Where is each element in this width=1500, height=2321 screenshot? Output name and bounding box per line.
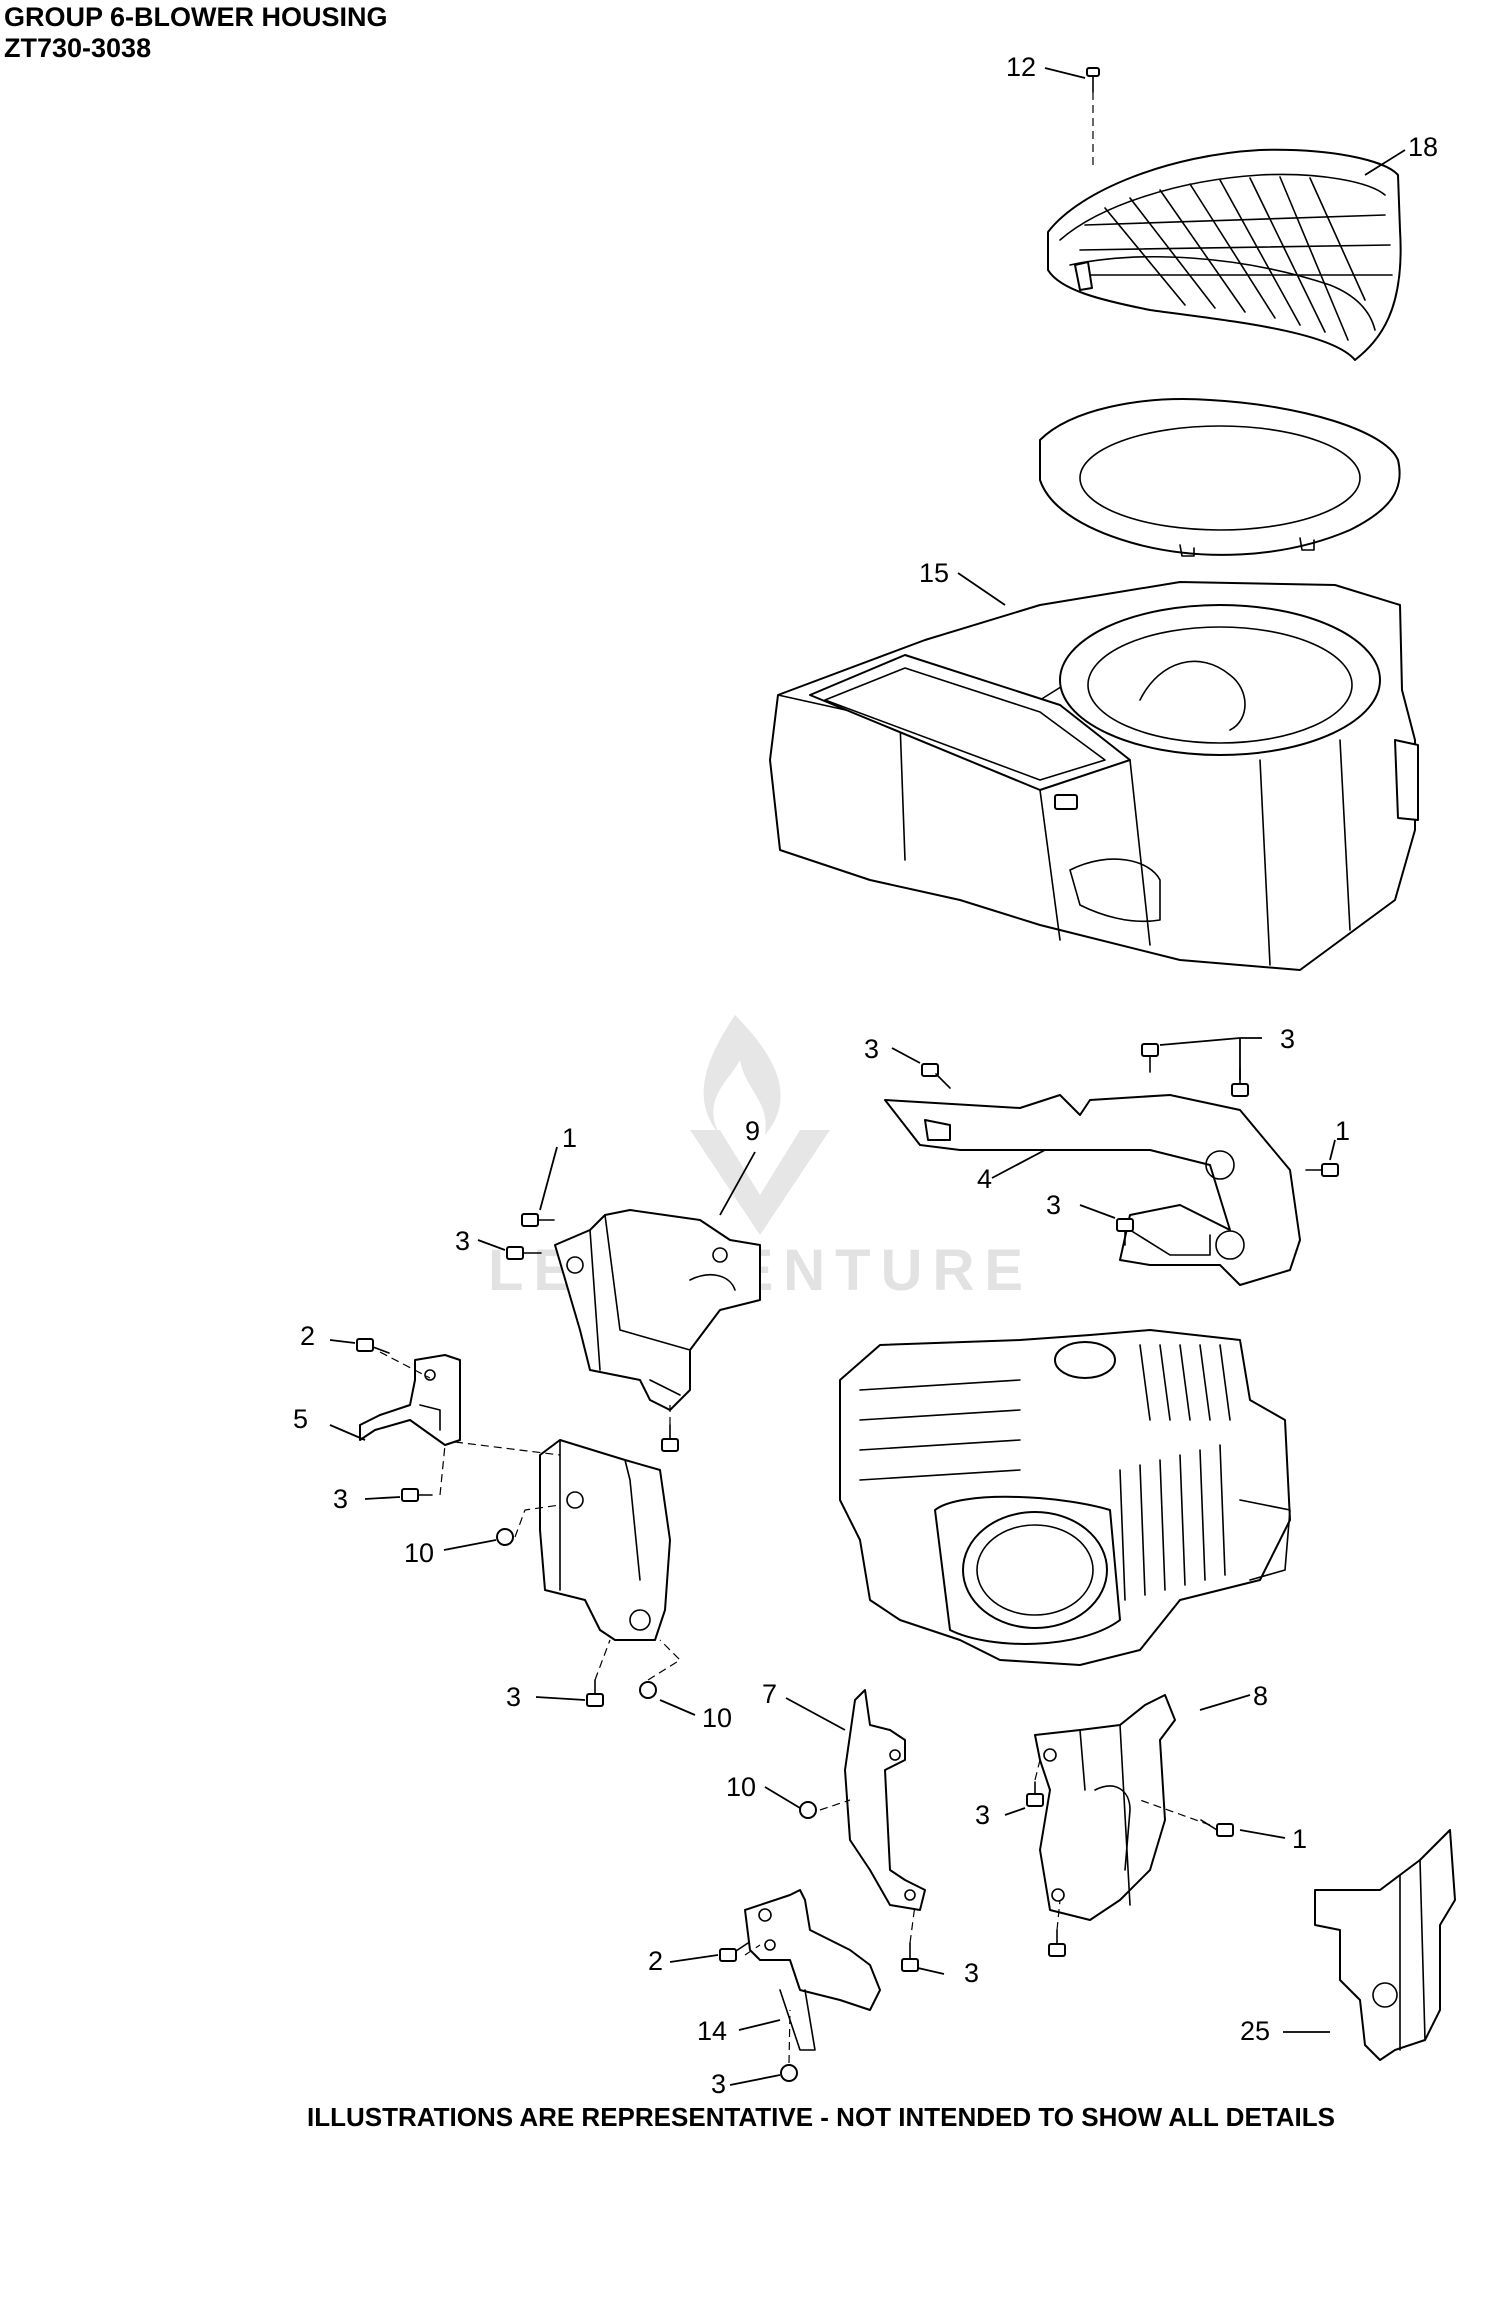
callout-3: 3 [333, 1484, 348, 1514]
part-screw-12 [1086, 67, 1100, 165]
nut [799, 1801, 817, 1819]
screw [506, 1246, 542, 1260]
callout-12: 12 [1006, 52, 1036, 82]
screw [1141, 1043, 1159, 1073]
screw [356, 1338, 390, 1354]
callout-7: 7 [762, 1679, 777, 1709]
part-blower-grille [1047, 148, 1402, 361]
part-baffle-4 [884, 1094, 1301, 1286]
part-bracket-25 [1314, 1829, 1456, 2061]
callout-2: 2 [300, 1321, 315, 1351]
assembly-lines [379, 1351, 1211, 2064]
callout-3: 3 [711, 2069, 726, 2099]
page-title: GROUP 6-BLOWER HOUSING [4, 2, 388, 32]
callout-1: 1 [562, 1123, 577, 1153]
callout-10: 10 [404, 1538, 434, 1568]
nut [780, 2064, 798, 2082]
callout-25: 25 [1240, 2016, 1270, 2046]
callout-18: 18 [1408, 132, 1438, 162]
part-bracket-7 [844, 1689, 926, 1911]
screw [586, 1679, 604, 1707]
callout-1: 1 [1292, 1824, 1307, 1854]
leader-lines [329, 67, 1406, 2086]
screw [719, 1942, 749, 1962]
callout-15: 15 [919, 558, 949, 588]
screw [1048, 1929, 1066, 1957]
disclaimer-note: ILLUSTRATIONS ARE REPRESENTATIVE - NOT I… [307, 2102, 1335, 2132]
part-bracket-14 [744, 1889, 881, 2051]
screw [521, 1213, 555, 1227]
callout-3: 3 [864, 1034, 879, 1064]
callout-8: 8 [1253, 1681, 1268, 1711]
callout-3: 3 [1046, 1190, 1061, 1220]
callout-10: 10 [702, 1703, 732, 1733]
screw [1200, 1819, 1234, 1837]
callout-10: 10 [726, 1772, 756, 1802]
screw [661, 1424, 679, 1452]
nut [496, 1528, 514, 1546]
screw [1026, 1781, 1044, 1807]
nut [639, 1681, 657, 1699]
screw [1116, 1218, 1134, 1246]
part-bracket-5 [359, 1354, 461, 1446]
screw [1305, 1163, 1339, 1177]
callout-2: 2 [648, 1946, 663, 1976]
model-number: ZT730-3038 [4, 33, 152, 63]
screw [921, 1063, 951, 1089]
part-blower-housing [769, 581, 1419, 971]
callout-3: 3 [506, 1682, 521, 1712]
callout-1: 1 [1335, 1116, 1350, 1146]
part-engine-block [839, 1329, 1291, 1666]
callout-14: 14 [697, 2016, 727, 2046]
screw [901, 1942, 919, 1972]
part-air-ring [1039, 398, 1401, 557]
callout-9: 9 [745, 1116, 760, 1146]
callout-3: 3 [975, 1800, 990, 1830]
callout-4: 4 [977, 1164, 992, 1194]
callout-3: 3 [455, 1226, 470, 1256]
part-shroud-plate [539, 1439, 671, 1641]
callout-5: 5 [293, 1404, 308, 1434]
part-shroud-9 [554, 1209, 761, 1411]
screw [401, 1488, 433, 1502]
callout-labels: 12 18 15 3 3 1 9 4 3 1 3 2 5 3 10 3 10 7… [293, 52, 1438, 2099]
callout-3: 3 [964, 1958, 979, 1988]
callout-3: 3 [1280, 1024, 1295, 1054]
part-shroud-8 [1034, 1694, 1176, 1921]
